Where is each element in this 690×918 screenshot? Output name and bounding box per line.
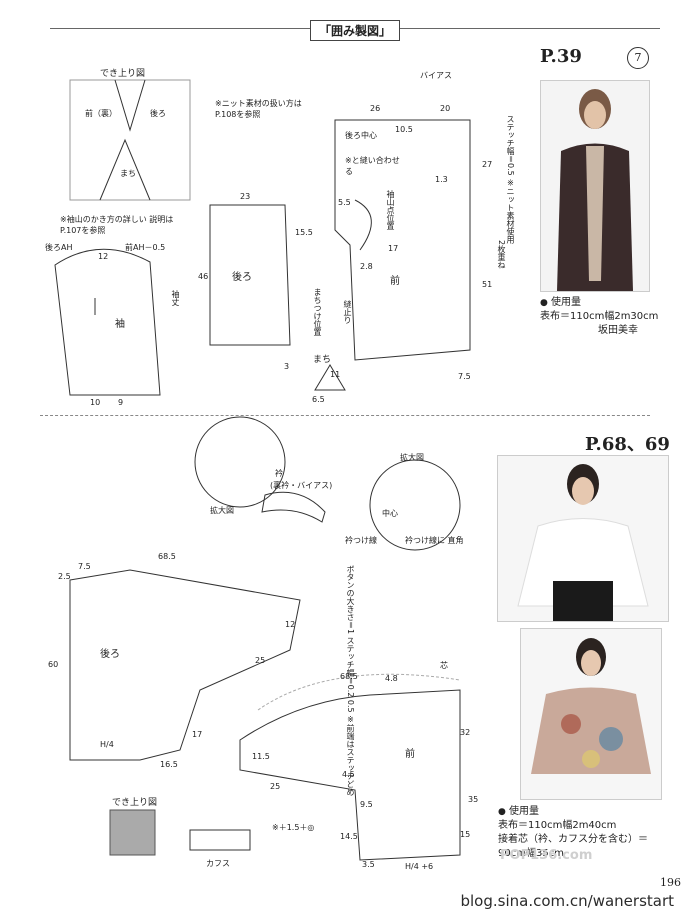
dim-15-s2: 15	[460, 830, 471, 839]
dim-7-5-s2: 7.5	[78, 562, 91, 571]
page-number: 196	[660, 876, 681, 889]
dim-16-5: 16.5	[160, 760, 178, 769]
front-label-s2: 前	[405, 749, 415, 760]
fabric-amount-2: 表布＝110cm幅2m40cm	[498, 820, 617, 831]
dim-60: 60	[48, 660, 59, 669]
center-label: 中心	[382, 509, 398, 518]
shoulder-point-label: 袖山点位置	[386, 190, 395, 230]
gusset-label: まち	[120, 169, 136, 178]
dim-20: 20	[440, 104, 451, 113]
dim-6-5: 6.5	[312, 395, 325, 404]
watermark: POP136.com	[500, 848, 593, 863]
front-lining-label: 前（裏）	[85, 109, 117, 118]
button-note: ボタンの大きさ＝1 ステッチ幅＝0.2 0.5 ※前端はステッチどめ	[346, 565, 355, 797]
dim-25-front: 25	[270, 782, 281, 791]
usage-title-1: 使用量	[551, 297, 582, 308]
dim-14-5: 14.5	[340, 832, 358, 841]
dim-32: 32	[460, 728, 471, 737]
dim-9-5: 9.5	[360, 800, 373, 809]
dim-17: 17	[388, 244, 399, 253]
align-note: ※と縫い合わせる	[345, 156, 400, 176]
back-label-s2: 後ろ	[100, 649, 120, 660]
front-body-label: 前	[390, 276, 400, 287]
model-photo-2	[497, 455, 669, 622]
dim-10: 10	[90, 398, 101, 407]
h4-back: H/4	[100, 740, 114, 749]
author-name: 坂田美幸	[598, 325, 638, 336]
sleeve-note: ※袖山のかき方の詳しい 説明はP.107を参照	[60, 215, 174, 235]
dim-26: 26	[370, 104, 381, 113]
collar-line-right-angle: 衿つけ線に 直角	[405, 536, 464, 545]
sleeve-length: 袖丈	[171, 290, 180, 306]
dim-25-back: 25	[255, 656, 266, 665]
sew-stop-label: 縫止り	[343, 300, 352, 324]
dim-9: 9	[118, 398, 124, 407]
dim-7-5: 7.5	[458, 372, 471, 381]
dim-4-8: 4.8	[385, 674, 398, 683]
dim-15-5: 15.5	[295, 228, 313, 237]
dim-27: 27	[482, 160, 493, 169]
page-ref-68-69: P.68、69	[585, 434, 670, 455]
usage-block-1: ● 使用量 表布＝110cm幅2m30cm 坂田美幸	[540, 297, 659, 336]
front-armhole: 前AH－0.5	[125, 243, 166, 252]
calc-note: ※＋1.5＋◎	[272, 823, 315, 832]
page-ref-39: P.39	[540, 46, 582, 67]
h4-plus-6: H/4 +6	[405, 862, 434, 871]
model-photo-3	[520, 628, 662, 800]
pattern-number-badge: 7	[627, 47, 649, 69]
collar-sub: (裏衿・バイアス)	[270, 481, 333, 490]
interfacing-amount: 接着芯（衿、カフス分を含む）＝ 90cm幅35cm	[498, 834, 648, 859]
dim-4-5: 4.5	[342, 770, 355, 779]
zoom-label-1: 拡大図	[210, 506, 234, 515]
dim-51: 51	[482, 280, 493, 289]
knit-note: ※ニット素材の扱い方は P.108を参照	[215, 99, 302, 119]
two-layer-label: 2枚重ね	[497, 240, 506, 270]
usage-block-2: ● 使用量 表布＝110cm幅2m40cm 接着芯（衿、カフス分を含む）＝ 90…	[498, 805, 673, 861]
zoom-label-2: 拡大図	[400, 453, 424, 462]
dim-5-5: 5.5	[338, 198, 351, 207]
machi-attach-label: まちつけ位置	[313, 288, 322, 336]
usage-title-2: 使用量	[509, 806, 540, 817]
dim-1-3: 1.3	[435, 175, 448, 184]
bias-label: バイアス	[420, 71, 452, 80]
dim-2-5: 2.5	[58, 572, 71, 581]
back-armhole: 後ろAH	[45, 243, 73, 252]
dim-23: 23	[240, 192, 251, 201]
back-label-finished: 後ろ	[150, 109, 166, 118]
fabric-amount-1: 表布＝110cm幅2m30cm	[540, 311, 659, 322]
dim-46: 46	[198, 272, 209, 281]
dim-35: 35	[468, 795, 479, 804]
dim-12: 12	[98, 252, 109, 261]
blog-url: blog.sina.com.cn/wanerstart	[460, 892, 674, 910]
dim-3-5: 3.5	[362, 860, 375, 869]
model-photo-1	[540, 80, 650, 292]
stitch-note: ステッチ幅＝0.5 ※ニット素材使用	[506, 115, 515, 244]
dim-11: 11	[330, 370, 341, 379]
dim-3: 3	[284, 362, 290, 371]
dim-10-5: 10.5	[395, 125, 413, 134]
back-body-label: 後ろ	[232, 272, 252, 283]
collar-line-label: 衿つけ線	[345, 536, 377, 545]
finished-drawing-label: でき上り図	[100, 69, 146, 79]
dim-12-s2: 12	[285, 620, 296, 629]
back-center-label: 後ろ中心	[345, 131, 377, 140]
dim-68-5-front: 68.5	[340, 672, 358, 681]
dim-11-5: 11.5	[252, 752, 270, 761]
page-header-title: 「囲み製図」	[310, 20, 401, 41]
finished-drawing-label-s2: でき上り図	[112, 798, 158, 808]
machi-title: まち	[313, 355, 332, 365]
sleeve-label: 袖	[115, 319, 125, 330]
dim-17-s2: 17	[192, 730, 203, 739]
section-divider	[40, 415, 650, 416]
collar-title: 衿	[275, 469, 283, 478]
core-label: 芯	[440, 661, 448, 670]
dim-2-8: 2.8	[360, 262, 373, 271]
dim-68-5-back: 68.5	[158, 552, 176, 561]
cuff-label: カフス	[206, 859, 230, 868]
